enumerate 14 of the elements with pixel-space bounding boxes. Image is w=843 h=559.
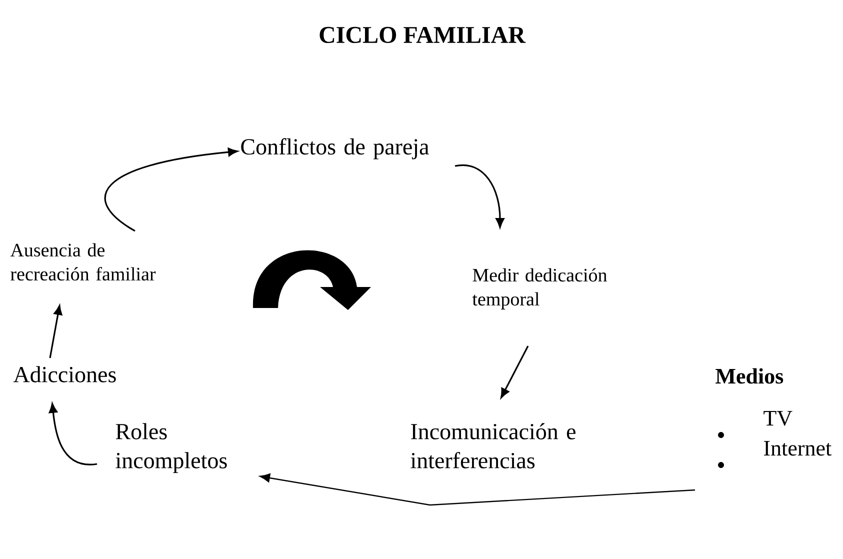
title: CICLO FAMILIAR (320, 26, 526, 44)
step-label: Roles incompletos (116, 423, 227, 474)
arrow (104, 148, 238, 232)
step-label: Ausencia de recreación familiar (10, 243, 156, 281)
step-label: Incomunicación e interferencias (410, 423, 576, 468)
step-label: Conflictos de pareja (241, 138, 429, 160)
arrow (49, 305, 62, 358)
arrow (260, 473, 696, 506)
bullet-list: Medios TV Internet (716, 368, 832, 456)
arrow (48, 403, 98, 466)
step-label: Adicciones (13, 366, 116, 382)
step-label: Medir dedicación temporal (472, 268, 607, 310)
arrow (500, 346, 529, 398)
arrow (454, 164, 504, 228)
